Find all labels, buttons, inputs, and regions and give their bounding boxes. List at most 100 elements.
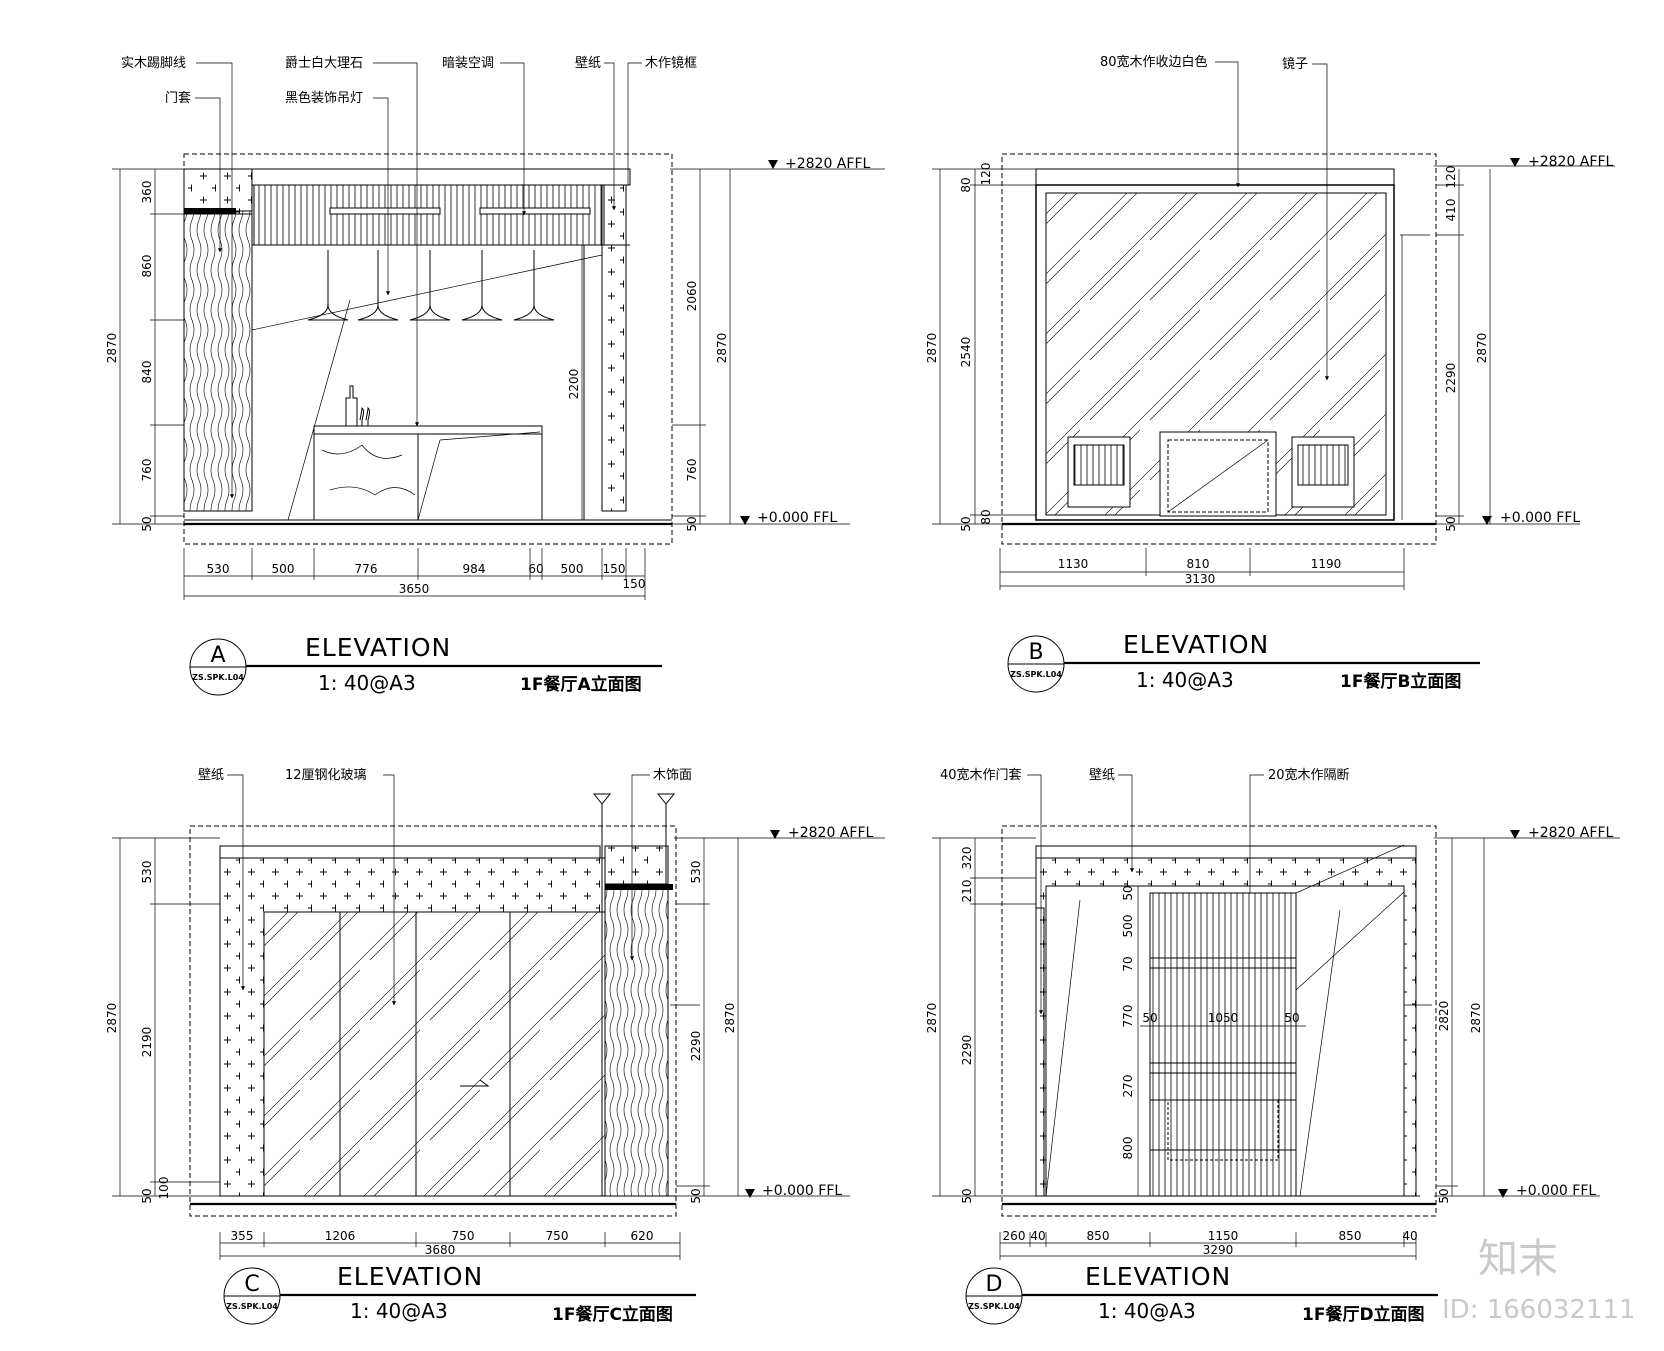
elevation-d-level-bottom: +0.000 FFL [1434, 1183, 1600, 1199]
dim-d-left-3: 2290 [960, 1035, 974, 1066]
elevation-c-caption: 1F餐厅C立面图 [552, 1304, 673, 1325]
dim-a-inner: 2200 [567, 369, 581, 400]
label-tempered-glass: 12厘钢化玻璃 [285, 768, 367, 783]
dim-c-right-total: 2870 [723, 1003, 737, 1034]
dim-a-bottom-1: 530 [207, 562, 230, 576]
elevation-c-viewport [189, 825, 677, 1217]
elevation-a-labels: 实木踢脚线 门套 爵士白大理石 黑色装饰吊灯 暗装空调 壁纸 木作镜框 [121, 55, 697, 499]
dim-c-bottom-2: 1206 [325, 1229, 356, 1243]
dim-d-inner-1: 50 [1121, 885, 1135, 900]
dim-c-right-2: 2290 [689, 1031, 703, 1062]
dim-a-bottom-3: 776 [355, 562, 378, 576]
dim-a-right-3: 50 [685, 516, 699, 531]
dim-c-right-1: 530 [689, 861, 703, 884]
label-ac: 暗装空调 [442, 56, 494, 71]
elevation-b: +2820 AFFL +0.000 FFL 80宽木作收边白色 镜子 [925, 54, 1615, 693]
dim-c-bottom-1: 355 [231, 1229, 254, 1243]
elevation-c-level-top: +2820 AFFL [674, 825, 885, 841]
dim-c-bottom-4: 750 [546, 1229, 569, 1243]
watermark-id: ID: 166032111 [1442, 1295, 1636, 1325]
elevation-d-level-top: +2820 AFFL [1434, 825, 1620, 841]
marble-island [313, 425, 543, 521]
dim-d-bottom-5: 850 [1339, 1229, 1362, 1243]
dim-d-inner-h-1: 50 [1142, 1011, 1157, 1025]
label-white-trim: 80宽木作收边白色 [1100, 54, 1208, 70]
dim-b-left-3: 2540 [959, 337, 973, 368]
dim-d-right-total: 2870 [1469, 1003, 1483, 1034]
wood-veneer [604, 883, 669, 1197]
dim-b-bottom-1: 1130 [1058, 557, 1089, 571]
pendant-lamps [252, 244, 630, 321]
dim-a-bottom-6: 500 [561, 562, 584, 576]
elevation-a-ref: ZS.SPK.L04 [192, 673, 244, 682]
elevation-a-letter: A [210, 643, 225, 668]
elevation-d-left-dims: 320 210 2290 50 2870 [925, 837, 1036, 1204]
elevation-d-caption: 1F餐厅D立面图 [1302, 1304, 1425, 1325]
elevation-a-title: ELEVATION [305, 633, 451, 662]
dim-b-bottom-3: 1190 [1311, 557, 1342, 571]
elevation-d: +2820 AFFL +0.000 FFL 40宽木作门套 壁纸 [925, 767, 1620, 1325]
elevation-a-right-dims: 2060 760 50 2870 2200 [567, 169, 731, 532]
dim-c-left-total: 2870 [105, 1003, 119, 1034]
label-mirror: 镜子 [1282, 57, 1308, 72]
ac-grille [253, 184, 605, 246]
level-top-label: +2820 AFFL [1528, 825, 1613, 841]
dim-d-inner-3: 70 [1121, 956, 1135, 971]
elevation-a-bottom-dims: 530 500 776 984 60 500 150 150 3650 [183, 548, 645, 600]
dim-a-bottom-7: 150 [603, 562, 626, 576]
elevation-b-scale: 1: 40@A3 [1136, 668, 1234, 692]
dim-c-left-1: 530 [140, 861, 154, 884]
door-casing-top [183, 168, 253, 215]
dim-b-right-3: 2290 [1444, 363, 1458, 394]
dim-d-inner-h-2: 1050 [1208, 1011, 1239, 1025]
elevation-d-labels: 40宽木作门套 壁纸 20宽木作隔断 [940, 767, 1350, 1015]
elevation-d-title-block: D ZS.SPK.L04 ELEVATION 1: 40@A3 1F餐厅D立面图 [965, 1262, 1438, 1325]
dim-a-left-3: 840 [140, 361, 154, 384]
elevation-c-right-dims: 530 2290 50 2870 [676, 838, 739, 1204]
dim-a-left-total: 2870 [105, 333, 119, 364]
dim-b-bottom-total: 3130 [1185, 572, 1216, 586]
dim-d-left-total: 2870 [925, 1003, 939, 1034]
dim-b-right-4: 50 [1444, 516, 1458, 531]
dim-c-bottom-5: 620 [631, 1229, 654, 1243]
dim-a-left-2: 860 [140, 255, 154, 278]
dim-a-right-1: 2060 [685, 281, 699, 312]
dim-a-right-2: 760 [685, 459, 699, 482]
elevation-b-title-block: B ZS.SPK.L04 ELEVATION 1: 40@A3 1F餐厅B立面图 [1007, 630, 1480, 693]
dim-a-bottom-total: 3650 [399, 582, 430, 596]
elevation-c-bottom-dims: 355 1206 750 750 620 3680 [219, 1229, 681, 1260]
elevation-b-bottom-dims: 1130 810 1190 3130 [999, 548, 1405, 590]
label-wood-partition: 20宽木作隔断 [1268, 767, 1350, 783]
dim-b-right-total: 2870 [1475, 333, 1489, 364]
chairs-and-table [1067, 431, 1355, 517]
elevation-b-viewport [1001, 153, 1437, 545]
elevation-b-right-dims: 120 410 2290 50 2870 [1436, 166, 1491, 532]
label-marble: 爵士白大理石 [285, 55, 363, 71]
elevation-a-scale: 1: 40@A3 [318, 671, 416, 695]
elevation-c: +2820 AFFL +0.000 FFL 壁纸 12厘钢化玻璃 木饰面 [105, 768, 885, 1325]
dim-b-right-2: 410 [1444, 199, 1458, 222]
elevation-c-left-dims: 530 2190 100 50 2870 [105, 837, 220, 1204]
dim-d-bottom-6: 40 [1402, 1229, 1417, 1243]
elevation-c-labels: 壁纸 12厘钢化玻璃 木饰面 [198, 768, 692, 1196]
dim-d-inner-6: 800 [1121, 1137, 1135, 1160]
elevation-b-ref: ZS.SPK.L04 [1010, 670, 1062, 679]
elevation-b-caption: 1F餐厅B立面图 [1340, 671, 1461, 692]
label-wallpaper: 壁纸 [575, 56, 601, 71]
dim-d-right-2: 50 [1437, 1188, 1451, 1203]
dim-d-inner-5: 270 [1121, 1075, 1135, 1098]
dim-d-bottom-4: 1150 [1208, 1229, 1239, 1243]
dim-a-bottom-2: 500 [272, 562, 295, 576]
ceiling-bulkhead [251, 168, 631, 186]
label-door-casing: 40宽木作门套 [940, 767, 1022, 783]
level-top-label: +2820 AFFL [785, 156, 870, 172]
elevation-d-title: ELEVATION [1085, 1262, 1231, 1291]
label-pendant: 黑色装饰吊灯 [285, 90, 363, 106]
dim-c-left-2: 2190 [140, 1027, 154, 1058]
dim-c-bottom-3: 750 [452, 1229, 475, 1243]
baseboard-cap [184, 208, 236, 214]
label-mirror-frame: 木作镜框 [645, 56, 697, 71]
door-casing [1035, 907, 1045, 1197]
dim-d-bottom-2: 40 [1030, 1229, 1045, 1243]
